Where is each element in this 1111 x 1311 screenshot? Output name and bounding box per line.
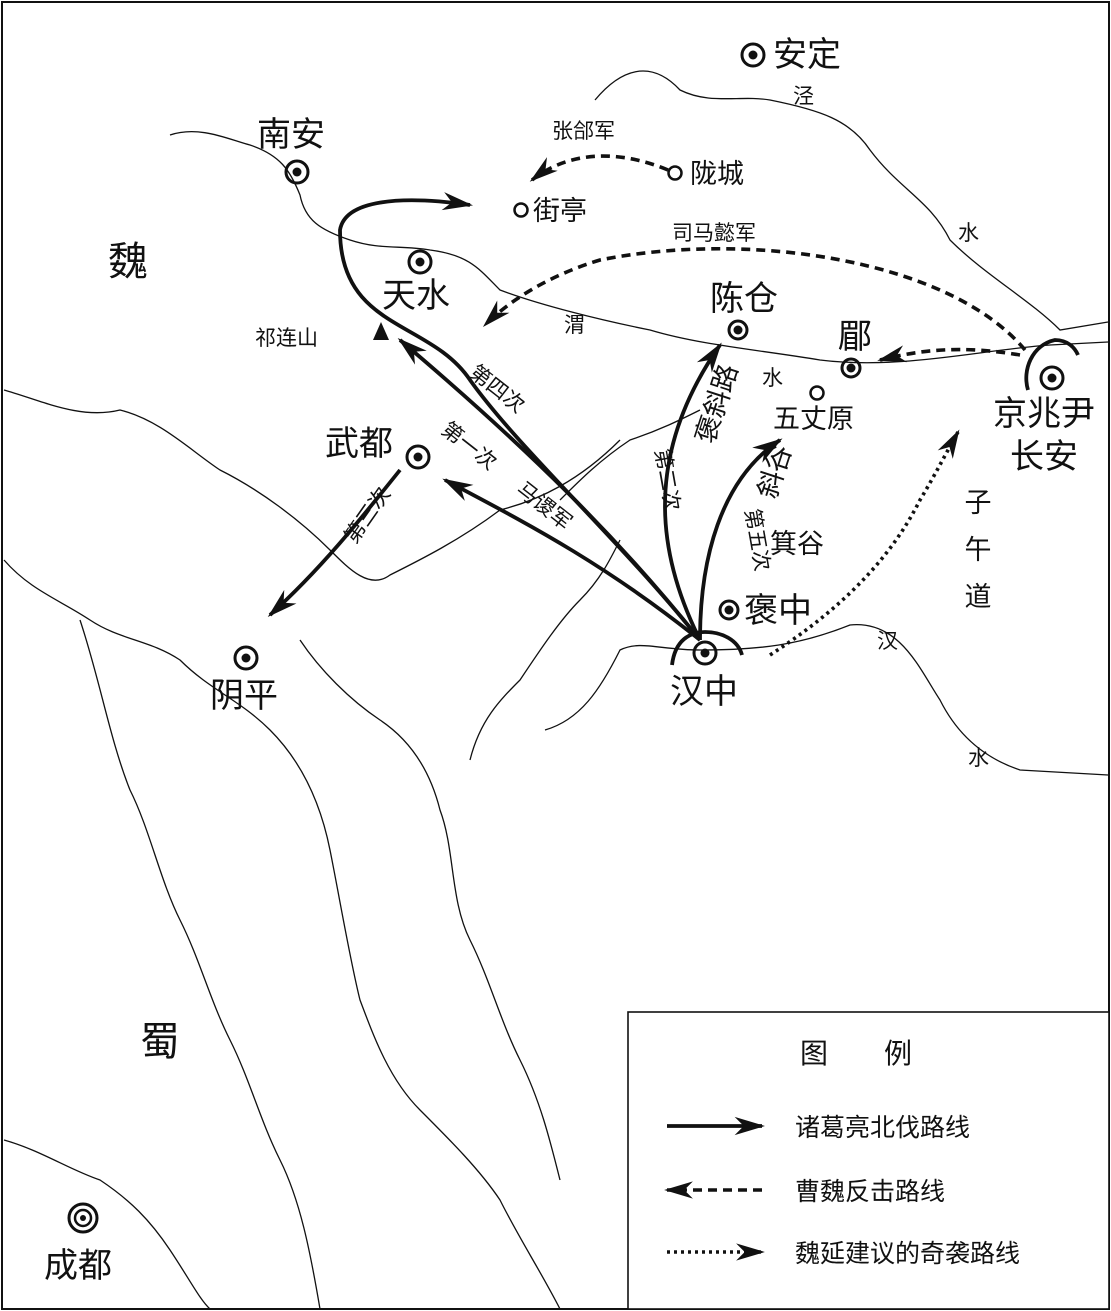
route-label-sima-yi: 司马懿军 xyxy=(672,221,756,245)
marker-hanzhong xyxy=(692,640,718,666)
route-label-second: 第二次 xyxy=(650,447,685,513)
route-ziwu xyxy=(769,429,960,657)
marker-tianshui xyxy=(407,249,433,275)
marker-anding xyxy=(740,42,766,68)
mountain-icon xyxy=(373,322,389,340)
region-wei: 魏 xyxy=(108,239,148,285)
legend-label-dotted: 魏延建议的奇袭路线 xyxy=(795,1239,1020,1268)
legend-box xyxy=(627,1011,1110,1310)
marker-wuzhangyuan xyxy=(809,385,825,401)
route-third xyxy=(267,468,402,618)
marker-yinping xyxy=(233,645,259,671)
label-ziwudao: 子午道 xyxy=(960,488,991,629)
city-longcheng: 陇城 xyxy=(690,159,744,190)
city-markers xyxy=(67,42,1065,1234)
city-jingzhaoyin: 京兆尹 xyxy=(993,394,1095,434)
hanzhong-arc xyxy=(670,630,744,666)
route-label-third: 第三次 xyxy=(339,482,395,547)
city-wuzhangyuan: 五丈原 xyxy=(773,404,854,435)
label-qilianshan: 祁连山 xyxy=(255,326,318,350)
city-wudu: 武都 xyxy=(325,424,393,464)
city-anding: 安定 xyxy=(773,35,841,75)
city-mei: 郿 xyxy=(838,317,872,357)
route-ma-su xyxy=(442,478,702,642)
city-chencang: 陈仓 xyxy=(710,279,778,319)
marker-changan xyxy=(1039,365,1065,391)
route-zhang-he xyxy=(529,154,669,182)
route-fifth xyxy=(698,438,783,641)
city-yinping: 阴平 xyxy=(210,676,278,716)
route-label-ma-su: 马谡军 xyxy=(512,477,576,535)
river-han: 汉 xyxy=(877,629,898,653)
zhuge-liang-routes xyxy=(267,192,783,666)
route-label-zhang-he: 张郃军 xyxy=(552,119,615,143)
marker-mei xyxy=(840,357,862,379)
marker-longcheng xyxy=(667,165,683,181)
label-xiegu: 斜谷 xyxy=(752,441,798,502)
region-shu: 蜀 xyxy=(140,1019,180,1065)
city-baozhong: 褒中 xyxy=(744,591,812,631)
route-label-fifth: 第五次 xyxy=(740,507,775,573)
marker-wudu xyxy=(405,444,431,470)
marker-baozhong xyxy=(718,599,740,621)
wei-yan-route xyxy=(769,429,960,657)
legend-label-dashed: 曹魏反击路线 xyxy=(795,1177,945,1206)
marker-jieting xyxy=(513,202,529,218)
cao-wei-routes xyxy=(482,154,1080,391)
marker-chencang xyxy=(727,319,749,341)
city-changan: 长安 xyxy=(1010,437,1078,477)
city-hanzhong: 汉中 xyxy=(670,672,738,712)
river-han-shui: 水 xyxy=(968,746,989,770)
route-second xyxy=(663,342,722,641)
route-to-mei xyxy=(877,345,1021,363)
label-baoxielu: 褒斜路 xyxy=(690,361,745,448)
river-jing: 泾 xyxy=(793,84,814,108)
river-jing-shui: 水 xyxy=(958,221,979,245)
route-label-first: 第一次 xyxy=(437,417,501,475)
city-jieting: 街亭 xyxy=(533,196,587,227)
label-jigu: 箕谷 xyxy=(770,529,824,560)
city-nanan: 南安 xyxy=(257,115,325,155)
marker-chengdu xyxy=(67,1202,99,1234)
city-tianshui: 天水 xyxy=(382,276,450,316)
city-chengdu: 成都 xyxy=(44,1246,112,1286)
legend: 图 例 诸葛亮北伐路线 曹魏反击路线 魏延建议的奇袭路线 xyxy=(627,1011,1110,1310)
route-fourth xyxy=(397,338,702,642)
route-sima-yi xyxy=(482,247,1027,352)
legend-title: 图 例 xyxy=(800,1037,912,1070)
river-wei: 渭 xyxy=(564,313,585,337)
river-wei-shui: 水 xyxy=(762,366,783,390)
legend-label-solid: 诸葛亮北伐路线 xyxy=(795,1113,970,1142)
changan-arc xyxy=(1024,338,1080,391)
marker-nanan xyxy=(284,159,310,185)
